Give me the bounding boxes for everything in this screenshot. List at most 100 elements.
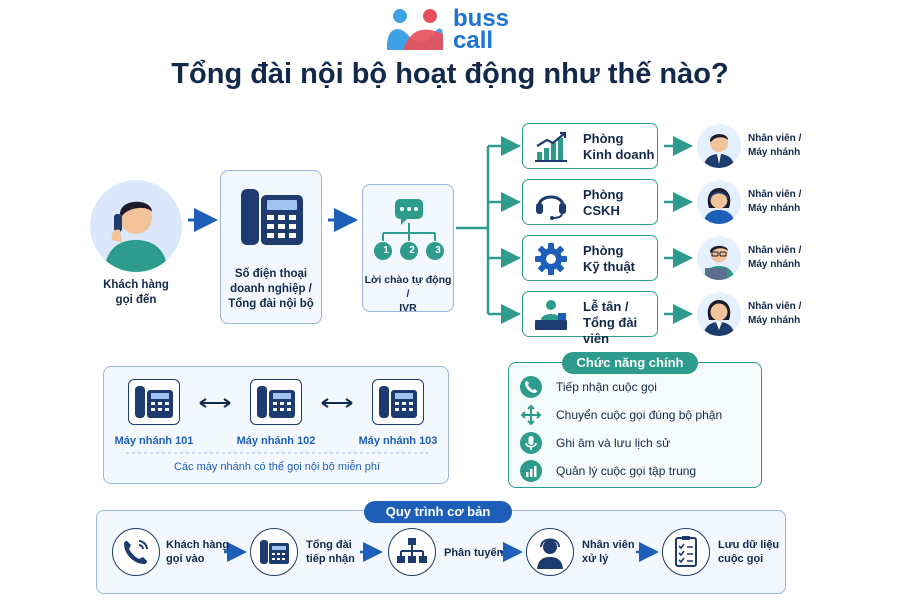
logo-mark-icon	[387, 9, 443, 50]
function-label-record: Ghi âm và lưu lịch sử	[556, 436, 671, 450]
ivr-caption-line1: Lời chào tự động /	[364, 274, 452, 300]
dept-tech-label: Phòng Kỹ thuật	[583, 243, 635, 275]
process-step-3-line1: Phân tuyến	[444, 547, 504, 559]
process-step-2-label: Tổng đài tiếp nhận	[306, 538, 355, 566]
dept-cskh-line2: CSKH	[583, 203, 620, 218]
receptionist-icon	[535, 300, 567, 330]
staff-label-reception: Nhân viên / Máy nhánh	[748, 300, 801, 328]
ivr-caption: Lời chào tự động / IVR	[363, 273, 453, 315]
staff-label-reception-line1: Nhân viên /	[748, 301, 802, 312]
extensions-panel: Máy nhánh 101 Máy nhánh 102 Máy nhánh 10…	[103, 366, 449, 484]
gear-icon	[535, 243, 567, 275]
process-step-3-label: Phân tuyến	[444, 546, 503, 560]
process-step-1-label: Khách hàng gọi vào	[166, 538, 229, 566]
dept-tech-line1: Phòng	[583, 243, 624, 258]
pbx-caption: Số điện thoại doanh nghiệp / Tổng đài nộ…	[221, 267, 321, 312]
process-step-2-line1: Tổng đài	[306, 539, 352, 551]
headset-icon	[536, 195, 566, 220]
staff-label-reception-line2: Máy nhánh	[748, 315, 801, 326]
ivr-key-3: 3	[435, 245, 441, 256]
pbx-caption-line1: Số điện thoại	[234, 268, 308, 280]
function-label-receive: Tiếp nhận cuộc gọi	[556, 380, 657, 394]
extensions-caption: Các máy nhánh có thể gọi nội bộ miễn phí	[173, 461, 381, 473]
page-title: Tổng đài nội bộ hoạt động như thế nào?	[171, 58, 729, 90]
man-in-suit-icon	[703, 134, 735, 168]
checklist-icon	[662, 528, 710, 576]
customer-caption-line2: gọi đến	[115, 294, 157, 306]
dept-reception-line2: Tổng đài viên	[583, 315, 638, 346]
dept-sales-line2: Kinh doanh	[583, 147, 655, 162]
customer-avatar	[90, 180, 182, 272]
brand-name: buss call	[453, 5, 510, 54]
staff-avatar-sales	[697, 124, 741, 168]
extension-103-label: Máy nhánh 103	[358, 435, 438, 447]
staff-label-cskh-line1: Nhân viên /	[748, 189, 802, 200]
process-step-5-line1: Lưu dữ liệu	[718, 539, 780, 551]
functions-title: Chức năng chính	[562, 352, 698, 374]
dept-sales-label: Phòng Kinh doanh	[583, 131, 655, 163]
transfer-icon	[520, 404, 542, 426]
dept-cskh: Phòng CSKH	[522, 179, 658, 225]
ivr-caption-line2: IVR	[399, 302, 417, 314]
staff-label-sales-line2: Máy nhánh	[748, 147, 801, 158]
staff-avatar-reception	[697, 292, 741, 336]
function-label-manage: Quản lý cuộc gọi tập trung	[556, 464, 697, 478]
routing-icon	[388, 528, 436, 576]
ivr-panel: 1 2 3 Lời chào tự động / IVR	[362, 184, 454, 315]
staff-label-sales-line1: Nhân viên /	[748, 133, 802, 144]
customer-caption-line1: Khách hàng	[103, 279, 169, 291]
staff-label-tech-line2: Máy nhánh	[748, 259, 801, 270]
desk-phone-step-icon	[250, 528, 298, 576]
dept-cskh-label: Phòng CSKH	[583, 187, 623, 219]
process-step-4-line2: xử lý	[582, 553, 609, 565]
brand-name-line1: buss	[453, 5, 510, 32]
functions-panel	[508, 362, 762, 488]
pbx-panel: Số điện thoại doanh nghiệp / Tổng đài nộ…	[220, 170, 322, 324]
stats-icon	[520, 460, 542, 482]
staff-label-sales: Nhân viên / Máy nhánh	[748, 132, 801, 160]
extension-102-label: Máy nhánh 102	[236, 435, 316, 447]
man-with-laptop-icon	[703, 245, 735, 280]
brand-name-line2: call	[453, 27, 494, 54]
desk-phone-icon	[241, 189, 303, 245]
extension-101-label: Máy nhánh 101	[114, 435, 194, 447]
microphone-icon	[520, 432, 542, 454]
process-step-4-label: Nhân viên xử lý	[582, 538, 635, 566]
extension-101-phone-icon	[128, 379, 180, 425]
dept-tech: Phòng Kỹ thuật	[522, 235, 658, 281]
ivr-tree-icon	[374, 199, 444, 260]
pbx-caption-line2: doanh nghiệp /	[230, 283, 312, 295]
staff-label-tech: Nhân viên / Máy nhánh	[748, 244, 801, 272]
staff-avatar-cskh	[697, 180, 741, 224]
agent-icon	[526, 528, 574, 576]
phone-icon	[520, 376, 542, 398]
extension-103-phone-icon	[372, 379, 424, 425]
dept-reception: Lễ tân / Tổng đài viên	[522, 291, 658, 346]
chart-icon	[535, 131, 567, 162]
incoming-call-icon	[112, 528, 160, 576]
dept-sales: Phòng Kinh doanh	[522, 123, 658, 169]
extension-102-phone-icon	[250, 379, 302, 425]
process-step-1-line1: Khách hàng	[166, 539, 229, 551]
woman-with-headset-icon	[703, 188, 735, 224]
dept-reception-label: Lễ tân / Tổng đài viên	[583, 299, 657, 347]
dept-tech-line2: Kỹ thuật	[583, 259, 635, 274]
pbx-caption-line3: Tổng đài nội bộ	[228, 298, 314, 310]
dept-sales-line1: Phòng	[583, 131, 624, 146]
process-step-2-line2: tiếp nhận	[306, 553, 355, 565]
process-step-1-line2: gọi vào	[166, 553, 205, 565]
staff-label-tech-line1: Nhân viên /	[748, 245, 802, 256]
dept-cskh-line1: Phòng	[583, 187, 624, 202]
customer-caption: Khách hàng gọi đến	[86, 278, 186, 308]
process-title: Quy trình cơ bản	[364, 501, 512, 523]
ivr-key-1: 1	[383, 245, 389, 256]
process-step-4-line1: Nhân viên	[582, 539, 635, 551]
function-label-transfer: Chuyển cuộc gọi đúng bộ phận	[556, 408, 723, 422]
process-step-5-label: Lưu dữ liệu cuộc gọi	[718, 538, 780, 566]
dept-reception-line1: Lễ tân /	[583, 299, 629, 314]
staff-label-cskh-line2: Máy nhánh	[748, 203, 801, 214]
woman-receptionist-icon	[703, 300, 735, 336]
ivr-key-2: 2	[409, 245, 415, 256]
